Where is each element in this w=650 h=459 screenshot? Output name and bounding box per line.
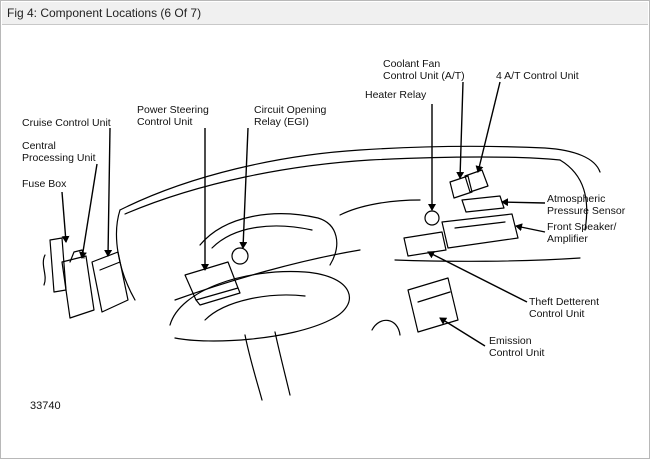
amplifier-detail <box>454 221 506 229</box>
right-dash-contour <box>559 159 588 231</box>
leader-circuit-opening-relay <box>239 127 249 249</box>
leader-central-processing-unit <box>78 163 98 259</box>
label-heater-relay: Heater Relay <box>365 89 427 101</box>
leader-cruise-control-unit <box>104 127 113 257</box>
label-central-processing-unit-line2: Processing Unit <box>22 152 96 164</box>
knee-outline <box>371 319 401 336</box>
front-speaker-amplifier <box>441 213 519 249</box>
glove-box-line <box>394 257 581 262</box>
label-emission-line1: Emission <box>489 335 532 347</box>
label-atmospheric-line1: Atmospheric <box>547 193 606 205</box>
cruise-control-unit <box>91 251 129 313</box>
label-cruise-control-unit: Cruise Control Unit <box>22 117 111 129</box>
instrument-cluster <box>199 213 338 266</box>
label-theft-deterrent-line2: Control Unit <box>529 308 585 320</box>
leader-front-speaker <box>515 223 546 233</box>
instrument-cluster-inner <box>211 225 313 249</box>
label-power-steering-line2: Control Unit <box>137 116 193 128</box>
label-central-processing-unit-line1: Central <box>22 140 56 152</box>
circuit-opening-relay <box>231 247 249 265</box>
center-console <box>339 199 421 216</box>
four-at-control-unit <box>464 169 489 193</box>
label-atmospheric-line2: Pressure Sensor <box>547 205 626 217</box>
steering-column <box>244 334 263 401</box>
power-steering-base <box>195 287 241 306</box>
cruise-control-face <box>99 261 121 271</box>
title-bar: Fig 4: Component Locations (6 Of 7) <box>2 2 648 25</box>
label-power-steering-line1: Power Steering <box>137 104 209 116</box>
fuse-box-wires <box>42 254 46 286</box>
label-circuit-opening-line2: Relay (EGI) <box>254 116 309 128</box>
figure-title: Fig 4: Component Locations (6 Of 7) <box>7 6 202 20</box>
steering-wheel-inner <box>204 294 306 321</box>
emission-control-unit <box>407 277 459 333</box>
steering-wheel <box>169 270 350 342</box>
dashboard-outline <box>119 145 601 211</box>
label-fuse-box: Fuse Box <box>22 178 67 190</box>
figure-number: 33740 <box>30 400 61 412</box>
leader-emission <box>439 317 486 347</box>
leader-fuse-box <box>61 191 70 243</box>
lower-dash-line <box>174 249 361 301</box>
fuse-box <box>49 237 67 293</box>
atmospheric-pressure-sensor <box>461 195 505 213</box>
label-emission-line2: Control Unit <box>489 347 545 359</box>
leader-atmospheric <box>501 198 546 207</box>
central-processing-unit <box>61 255 95 319</box>
label-front-speaker-line2: Amplifier <box>547 233 588 245</box>
emission-control-face <box>417 291 451 303</box>
leader-coolant-fan <box>456 81 465 179</box>
label-circuit-opening-line1: Circuit Opening <box>254 104 327 116</box>
steering-column-2 <box>274 331 291 396</box>
leader-theft-deterrent <box>427 251 528 303</box>
label-front-speaker-line1: Front Speaker/ <box>547 221 617 233</box>
heater-relay <box>424 210 440 226</box>
leader-four-at <box>475 81 501 173</box>
label-four-at-control-unit: 4 A/T Control Unit <box>496 70 579 82</box>
label-coolant-fan-line1: Coolant Fan <box>383 58 441 70</box>
label-coolant-fan-line2: Control Unit (A/T) <box>383 70 465 82</box>
dashboard-top-edge <box>124 156 561 215</box>
theft-deterrent-control-unit <box>403 231 447 257</box>
label-theft-deterrent-line1: Theft Detterent <box>529 296 600 308</box>
